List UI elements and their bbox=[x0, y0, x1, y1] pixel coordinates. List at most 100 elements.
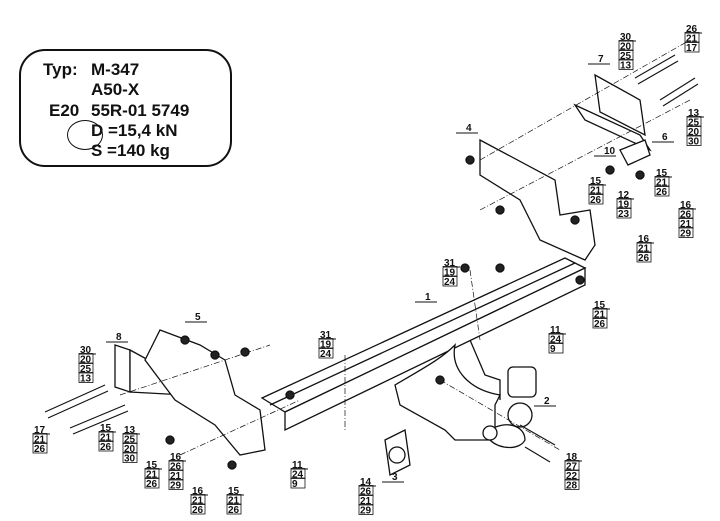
callout-box bbox=[78, 362, 94, 374]
class-code: A50-X bbox=[91, 80, 140, 99]
callout-number: 26 bbox=[590, 195, 602, 206]
callout-number: 26 bbox=[594, 319, 606, 330]
callout-number: 26 bbox=[638, 253, 650, 264]
callout-number: 21 bbox=[228, 496, 240, 507]
part-number-label: 4 bbox=[466, 123, 472, 134]
parts-drawing bbox=[44, 39, 699, 476]
bolts bbox=[44, 54, 699, 463]
callout-number: 15 bbox=[656, 168, 668, 179]
callout-number: 18 bbox=[566, 452, 578, 463]
callout-box bbox=[686, 135, 702, 146]
callout-number: 29 bbox=[360, 506, 372, 517]
washers bbox=[165, 155, 645, 470]
part-number-label: 7 bbox=[598, 54, 604, 65]
left-bracket-part bbox=[114, 329, 266, 456]
callout-number: 21 bbox=[170, 471, 182, 482]
approval-mark: E20 bbox=[49, 101, 80, 120]
callout-number: 25 bbox=[620, 51, 632, 62]
callout-number: 20 bbox=[688, 127, 700, 138]
typ-label: Typ: bbox=[43, 60, 78, 79]
callout-number: 16 bbox=[638, 234, 650, 245]
callout-number: 24 bbox=[550, 335, 562, 346]
callout-box bbox=[618, 49, 634, 61]
callout-number: 27 bbox=[566, 462, 578, 473]
callout-number: 15 bbox=[146, 460, 158, 471]
callout-box bbox=[226, 503, 242, 515]
callout-number: 21 bbox=[34, 435, 46, 446]
callout-number: 31 bbox=[320, 330, 332, 341]
callout-box bbox=[592, 317, 608, 329]
callout-box bbox=[318, 347, 334, 359]
callout-number: 19 bbox=[444, 268, 456, 279]
callout-box bbox=[678, 217, 694, 229]
callout-number: 26 bbox=[34, 444, 46, 455]
callout-number: 26 bbox=[360, 487, 372, 498]
callout-number: 26 bbox=[170, 462, 182, 473]
callout-box bbox=[548, 342, 564, 354]
type-approval-plate: Typ: M-347 A50-X E20 55R-01 5749 D =15,4… bbox=[19, 49, 232, 167]
callout-number: 24 bbox=[444, 277, 456, 288]
callout-number: 23 bbox=[618, 209, 630, 220]
assembly-axes bbox=[119, 39, 691, 456]
callout-number: 21 bbox=[656, 178, 668, 189]
callout-box bbox=[588, 193, 604, 205]
callout-box bbox=[122, 452, 138, 463]
callout-number: 12 bbox=[618, 190, 630, 201]
callout-number: 29 bbox=[680, 229, 692, 240]
callout-box bbox=[564, 469, 580, 481]
callout-number: 15 bbox=[590, 176, 602, 187]
callout-number: 26 bbox=[656, 187, 668, 198]
callout-number: 21 bbox=[594, 310, 606, 321]
callout-number: 30 bbox=[620, 32, 632, 43]
callout-number: 19 bbox=[320, 340, 332, 351]
callout-number: 31 bbox=[444, 258, 456, 269]
callout-box bbox=[168, 469, 184, 481]
callout-box bbox=[190, 503, 206, 515]
callout-box bbox=[358, 494, 374, 506]
callout-number: 24 bbox=[292, 470, 304, 481]
callout-box bbox=[678, 227, 694, 238]
d-value: D =15,4 kN bbox=[91, 121, 178, 140]
callout-number: 9 bbox=[292, 479, 298, 490]
callout-number: 21 bbox=[192, 496, 204, 507]
callout-number: 20 bbox=[80, 355, 92, 366]
callout-number: 24 bbox=[320, 349, 332, 360]
s-value: S =140 kg bbox=[91, 141, 170, 160]
callout-box bbox=[78, 372, 94, 383]
callout-box bbox=[98, 440, 114, 452]
crossbar-part bbox=[260, 257, 587, 432]
callout-box bbox=[168, 479, 184, 490]
callout-box bbox=[32, 442, 48, 454]
callout-box bbox=[636, 251, 652, 263]
callout-number: 15 bbox=[594, 300, 606, 311]
callout-number: 15 bbox=[100, 423, 112, 434]
tow-ball-part bbox=[482, 366, 537, 449]
callout-number: 28 bbox=[566, 481, 578, 492]
callout-number: 26 bbox=[192, 505, 204, 516]
callout-box bbox=[290, 477, 306, 489]
callout-box bbox=[618, 59, 634, 70]
approval-number: 55R-01 5749 bbox=[91, 101, 190, 120]
callout-box bbox=[442, 275, 458, 287]
part-number-label: 8 bbox=[116, 332, 122, 343]
callout-number: 26 bbox=[680, 210, 692, 221]
part-number-label: 3 bbox=[392, 472, 398, 483]
callout-number: 30 bbox=[124, 454, 136, 465]
